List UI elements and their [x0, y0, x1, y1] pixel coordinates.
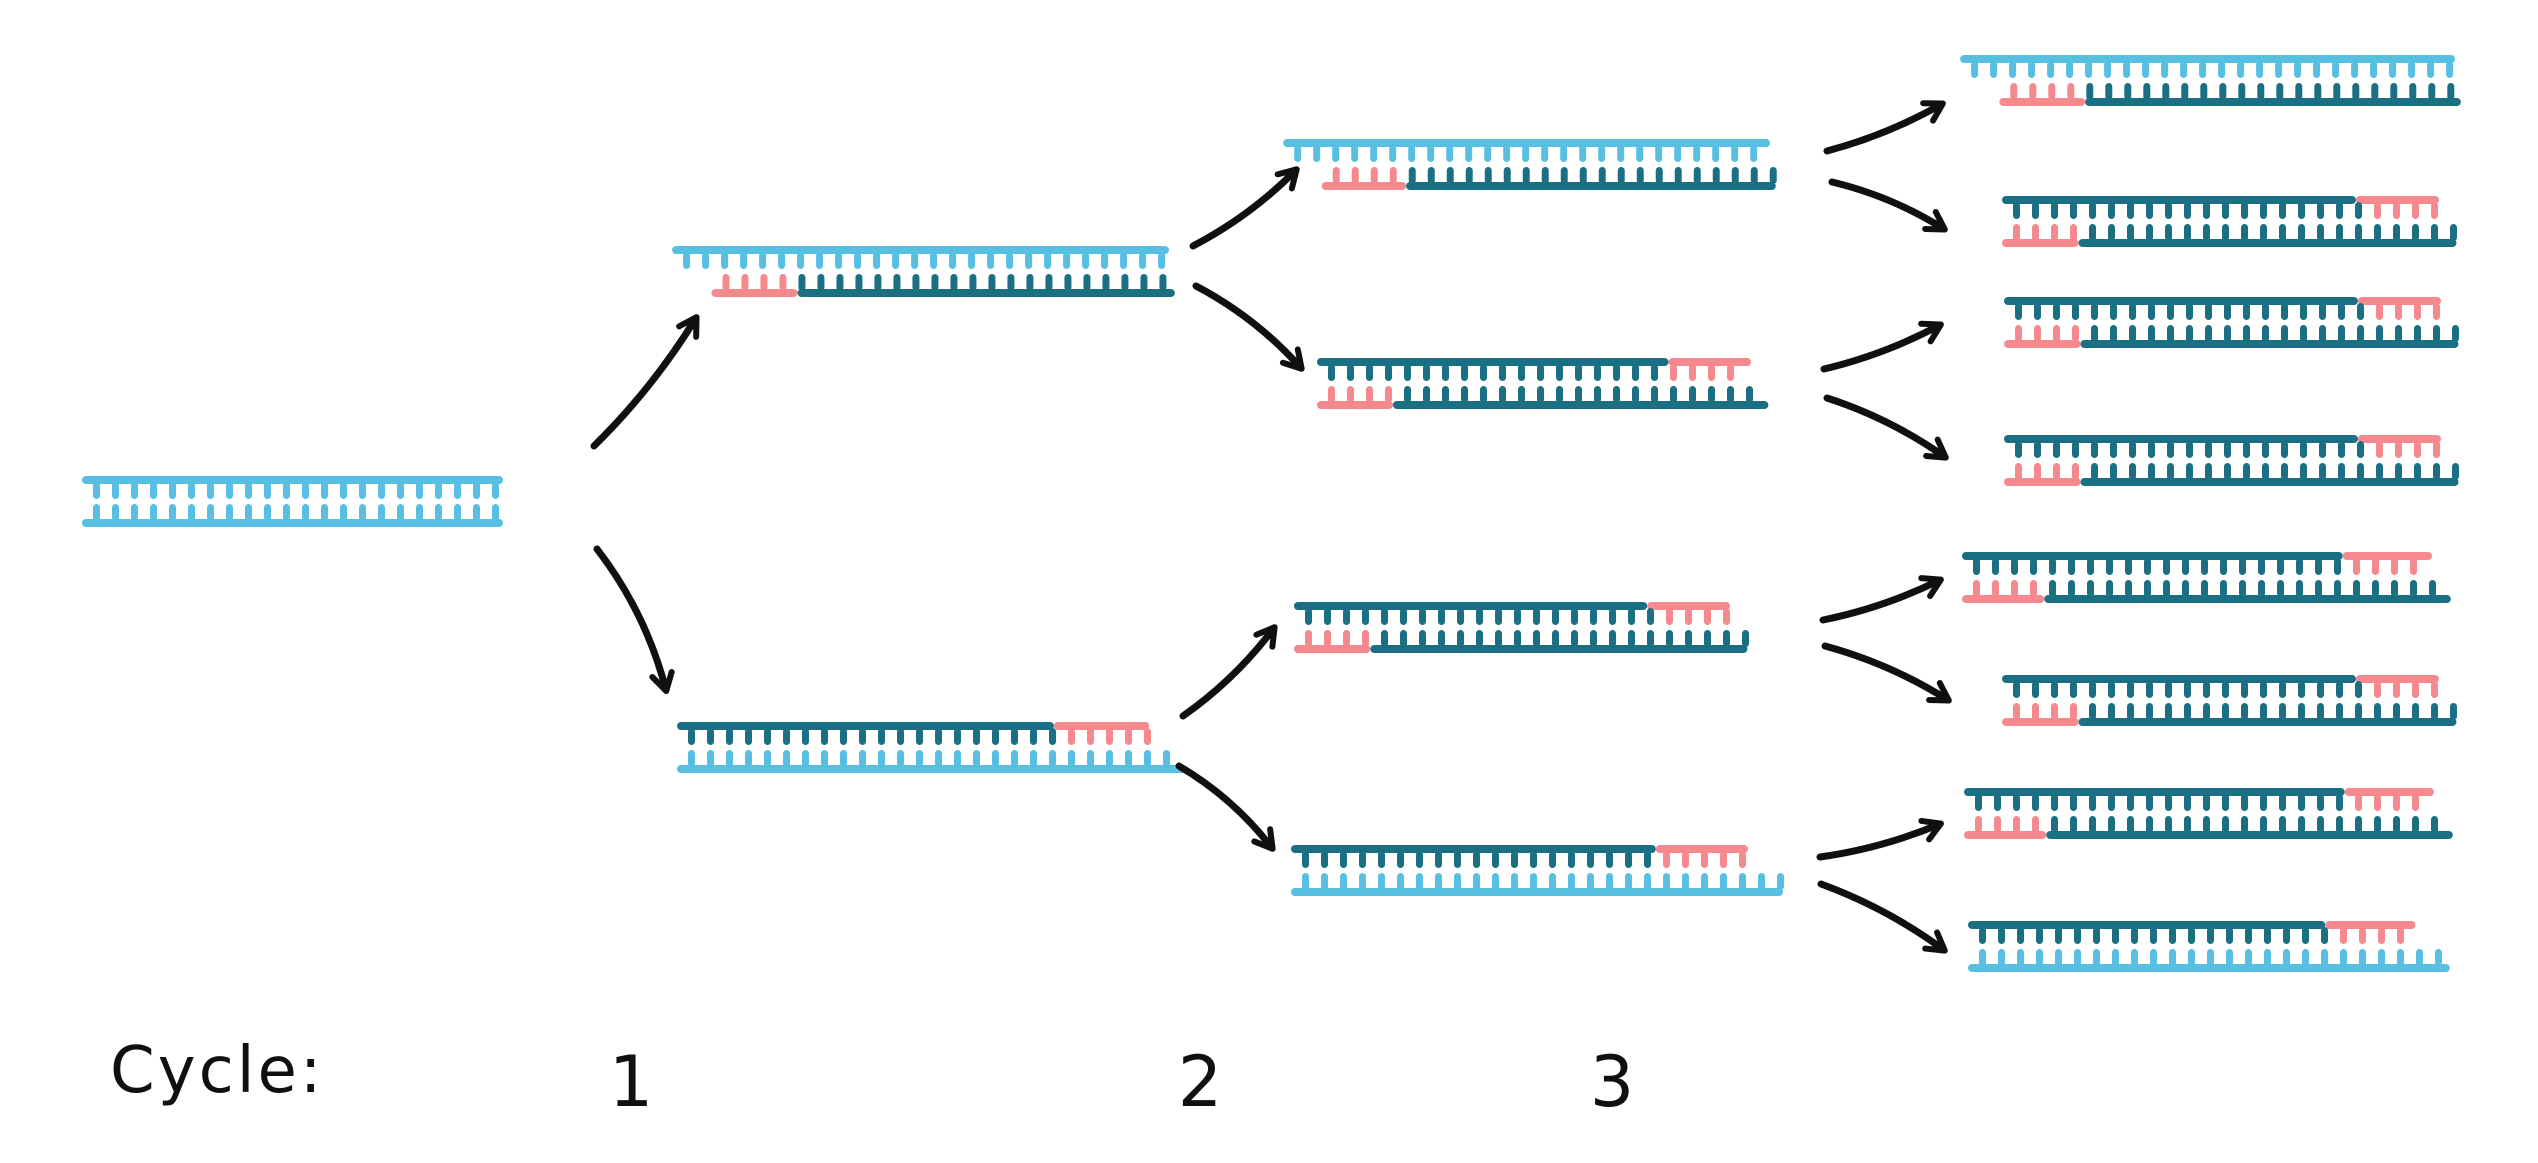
arrow-template-duplex-to-cycle1-product-2: [593, 545, 675, 694]
strand-cycle3-product-7: [1964, 788, 2453, 839]
strand-cycle3-product-4: [2004, 435, 2459, 486]
arrow-template-duplex-to-cycle1-product-1: [590, 314, 700, 450]
arrow-cycle2-product-1-to-cycle3-product-2: [1828, 178, 1948, 233]
cycle-number-3: 3: [1590, 1041, 1635, 1123]
strand-cycle1-product-1: [672, 246, 1175, 297]
cycle-axis: Cycle: 1 2 3: [110, 1034, 1634, 1123]
strand-cycle3-product-2: [2002, 196, 2457, 247]
cycle-number-2: 2: [1178, 1041, 1223, 1123]
strand-cycle3-product-8: [1968, 921, 2450, 972]
cycle-axis-label: Cycle:: [110, 1034, 324, 1108]
replication-arrows: [590, 100, 1952, 954]
arrow-cycle2-product-2-to-cycle3-product-4: [1823, 394, 1949, 461]
strand-cycle3-product-1: [1960, 55, 2461, 106]
strand-cycle1-product-2: [677, 722, 1186, 773]
dna-strands: [82, 55, 2461, 972]
arrow-cycle1-product-2-to-cycle2-product-3: [1179, 624, 1278, 720]
arrow-cycle1-product-1-to-cycle2-product-2: [1192, 282, 1305, 372]
strand-cycle3-product-6: [2002, 675, 2457, 726]
arrow-cycle2-product-1-to-cycle3-product-1: [1823, 100, 1946, 155]
arrow-cycle2-product-3-to-cycle3-product-6: [1821, 642, 1952, 704]
strand-cycle2-product-3: [1294, 602, 1749, 653]
strand-cycle3-product-5: [1962, 552, 2451, 603]
arrow-cycle1-product-2-to-cycle2-product-4: [1175, 762, 1276, 852]
arrow-cycle2-product-4-to-cycle3-product-8: [1817, 880, 1948, 954]
strand-template-duplex: [82, 476, 503, 527]
arrow-cycle2-product-2-to-cycle3-product-3: [1820, 320, 1944, 373]
strand-cycle2-product-1: [1283, 139, 1777, 190]
strand-cycle2-product-2: [1317, 358, 1769, 409]
cycle-number-1: 1: [609, 1041, 654, 1123]
arrow-cycle1-product-1-to-cycle2-product-1: [1189, 166, 1300, 250]
arrow-cycle2-product-3-to-cycle3-product-5: [1819, 575, 1944, 624]
strand-cycle3-product-3: [2004, 297, 2459, 348]
arrow-cycle2-product-4-to-cycle3-product-7: [1816, 817, 1944, 861]
strand-cycle2-product-4: [1291, 845, 1784, 896]
